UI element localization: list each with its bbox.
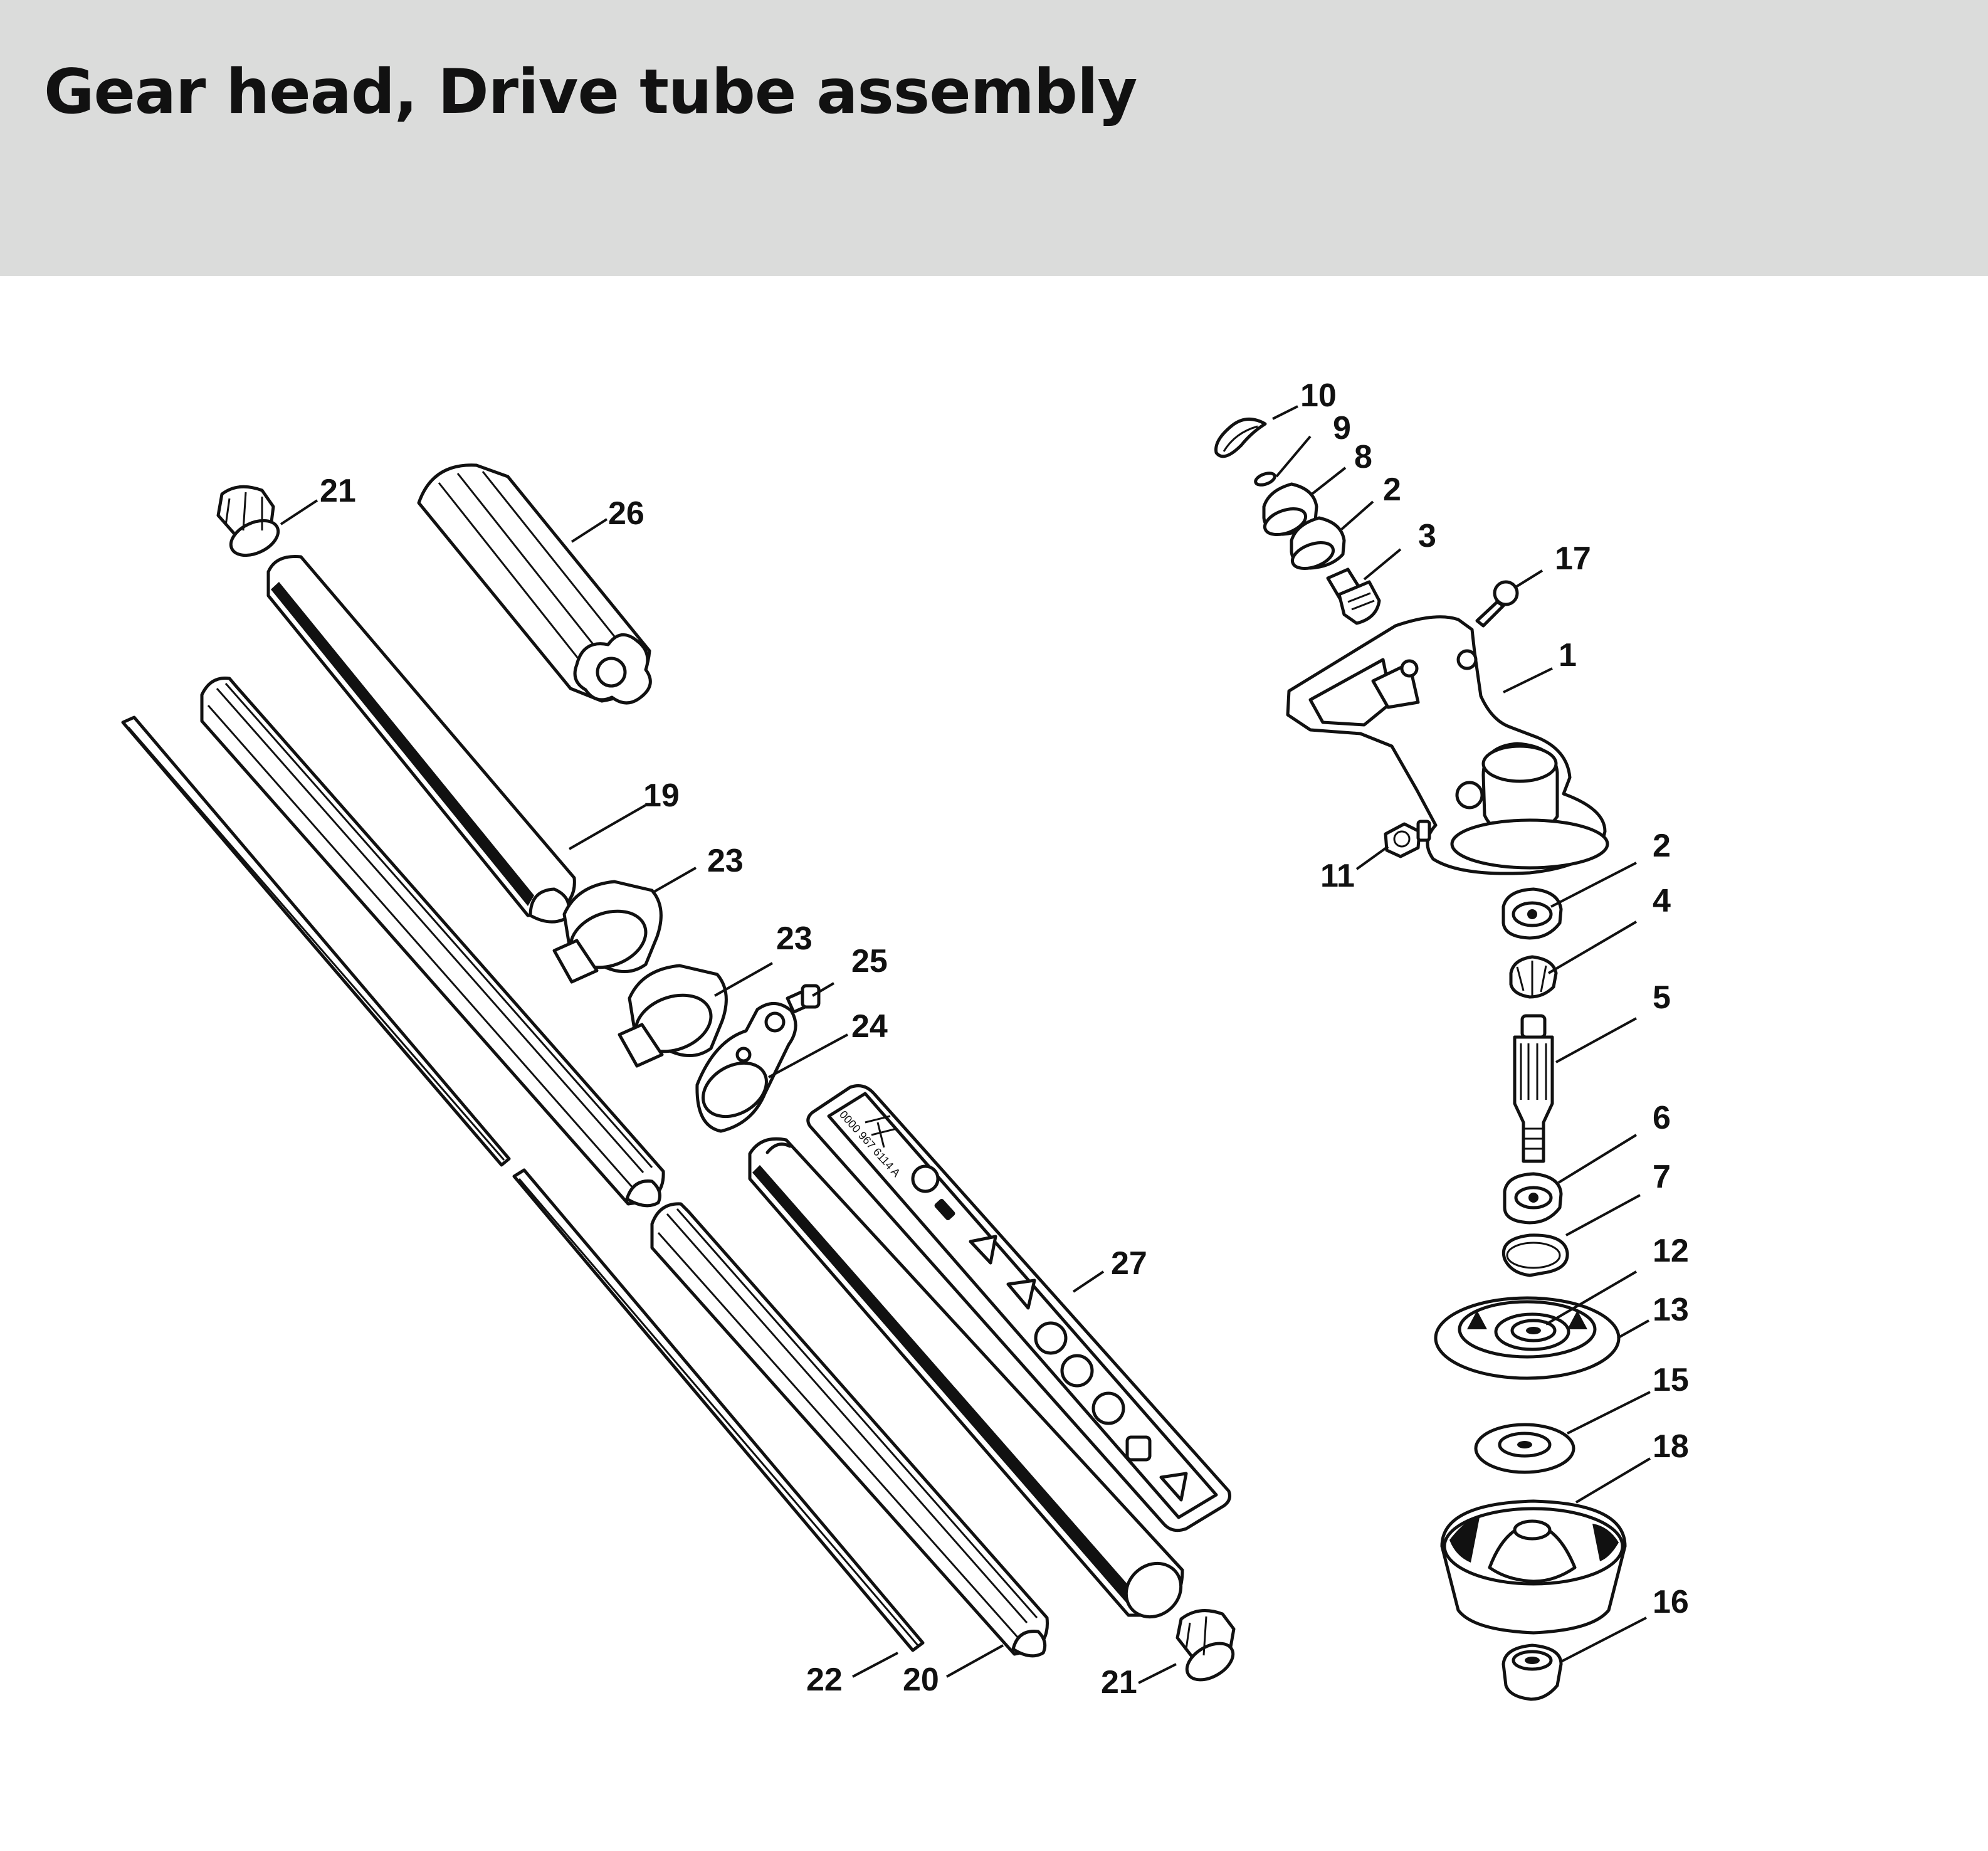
part-25-screw [786,984,821,1014]
callout-10: 10 [1300,377,1337,414]
callout-19: 19 [643,778,680,814]
part-26-cushion-sleeve [417,463,652,705]
callout-4: 4 [1653,883,1671,919]
callout-1: 1 [1559,637,1577,673]
callout-27: 27 [1111,1245,1147,1282]
callout-8: 8 [1354,439,1372,475]
leader-lines [280,405,1651,1684]
part-4-bevel-gear [1509,955,1558,999]
callout-25: 25 [851,943,888,979]
callout-15: 15 [1653,1362,1689,1398]
callout-2-upper: 2 [1383,472,1401,508]
callout-22: 22 [806,1662,843,1698]
part-6-bearing [1503,1172,1563,1225]
part-19-tube [266,555,576,924]
part-16-nut [1502,1643,1563,1701]
part-12-thrust-washer [1510,1319,1557,1342]
part-2-bearing-lower [1502,887,1563,940]
callout-18: 18 [1653,1428,1689,1465]
part-20-liner-upper [200,677,665,1208]
part-24-handle-bracket [695,1002,797,1133]
part-18-guard-cup [1440,1499,1627,1635]
part-21-bushing-bottom [1175,1609,1236,1682]
part-3-pinion [1326,567,1381,625]
callout-6: 6 [1653,1100,1671,1136]
callout-20: 20 [903,1662,939,1698]
part-27-warning-decal: 0000 967 6114 A [806,1084,1231,1532]
part-7-retaining-ring [1502,1233,1569,1277]
part-11-plug [1384,820,1431,858]
part-2-bearing-upper [1290,516,1346,571]
part-5-spindle [1513,1014,1554,1163]
callout-13: 13 [1653,1292,1689,1328]
callout-26: 26 [608,495,644,532]
page-title: Gear head, Drive tube assembly [44,56,1137,128]
callout-16: 16 [1653,1584,1689,1620]
callout-5: 5 [1653,979,1671,1016]
callout-11: 11 [1320,858,1355,894]
callout-labels: 10 9 8 2 3 17 1 11 2 4 5 6 7 12 13 15 18… [320,377,1689,1701]
part-15-washer [1474,1423,1575,1474]
callout-24: 24 [851,1008,888,1045]
callout-12: 12 [1653,1233,1689,1269]
part-23-clamp-upper [552,880,663,984]
part-21-bushing-top [216,485,280,557]
callout-3: 3 [1418,518,1436,554]
callout-17: 17 [1555,541,1591,577]
part-22-drive-shaft [121,715,925,1652]
callout-7: 7 [1653,1159,1671,1195]
part-20-liner-lower [650,1202,1049,1658]
callout-23-lower: 23 [776,920,813,957]
header-band: Gear head, Drive tube assembly [0,0,1988,276]
part-10-circlip [1214,418,1267,458]
callout-9: 9 [1333,410,1351,446]
callout-23-upper: 23 [707,843,744,879]
part-9-ring [1254,472,1276,487]
part-1-gear-housing [1286,615,1609,875]
part-17-screw [1475,580,1519,628]
part-21-main-tube [748,1137,1184,1619]
callout-21-top: 21 [320,473,356,509]
part-23-clamp-lower [618,964,728,1068]
callout-21-bottom: 21 [1101,1664,1137,1701]
callout-2-lower: 2 [1653,828,1671,864]
